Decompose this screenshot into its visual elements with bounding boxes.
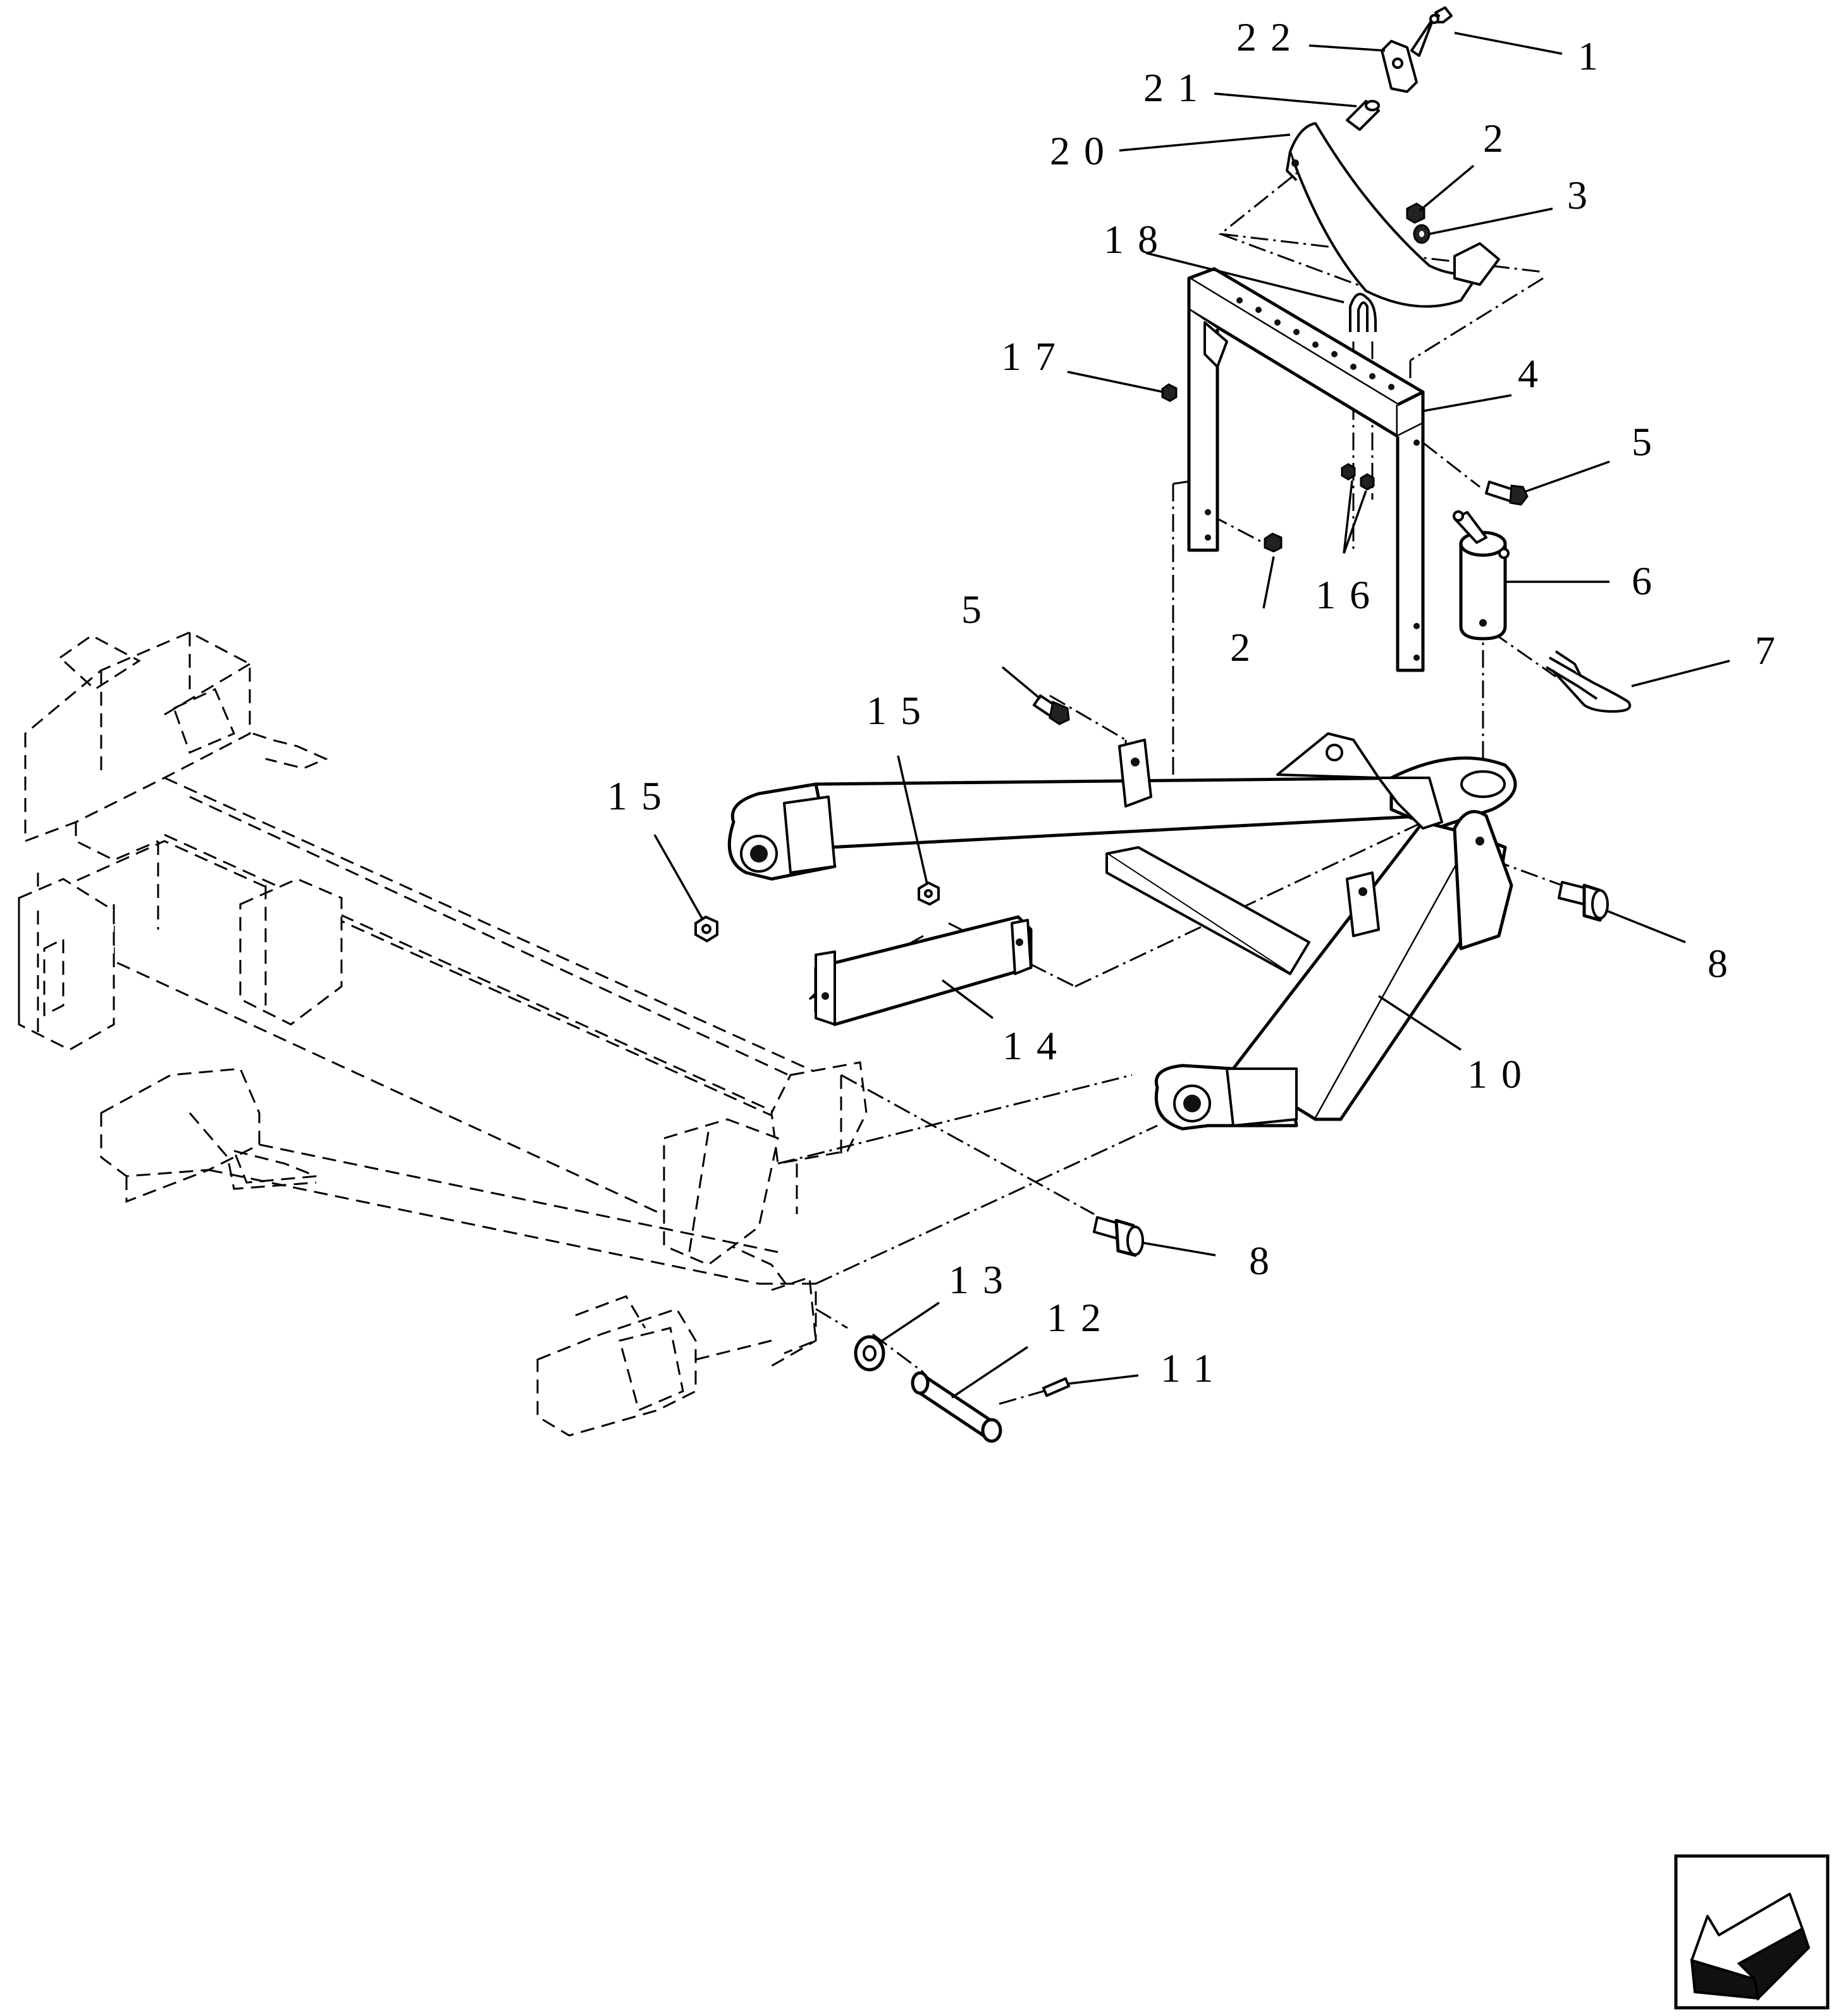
part-17-nut: [1161, 383, 1178, 402]
leader-lines: [653, 32, 1730, 1399]
callout-labels: 1 22 21 20 2 3 18 17 4 5 2 16 6 7 5 15 1…: [607, 15, 1789, 1391]
part-4-upright-frame: [1187, 267, 1425, 672]
callout-6: 6: [1632, 558, 1666, 603]
callout-11: 11: [1160, 1346, 1228, 1391]
part-22-plate: [1381, 40, 1418, 93]
arrow-icon: [1674, 1854, 1830, 2010]
part-12-clevis-pin: [911, 1371, 1002, 1443]
part-15-nut-b: [694, 915, 718, 943]
callout-15-left: 15: [607, 773, 675, 818]
callout-2-mid: 2: [1230, 625, 1264, 670]
ghost-main-frame: [18, 631, 868, 1437]
part-8-bolt-right: [1558, 881, 1609, 922]
part-3-washer: [1413, 224, 1431, 244]
part-5-bolt-right: [1485, 481, 1529, 506]
part-15-nut-a: [918, 881, 940, 906]
part-5-bolt-left: [1033, 694, 1070, 725]
callout-3: 3: [1567, 173, 1601, 218]
part-7-hair-pin: [1545, 650, 1632, 713]
callout-5-left: 5: [961, 587, 995, 632]
callout-14: 14: [1002, 1023, 1071, 1068]
part-16-nuts: [1341, 463, 1375, 491]
callout-16: 16: [1315, 572, 1384, 617]
alignment-centerlines: [777, 157, 1563, 1405]
part-13-washer: [854, 1335, 885, 1372]
part-18-u-bolt: [1349, 293, 1377, 332]
callout-10: 10: [1467, 1052, 1536, 1097]
hardware: [694, 6, 1632, 1443]
beam-holes: [1236, 297, 1394, 390]
callout-20: 20: [1050, 128, 1118, 173]
part-6-hitch-pin: [1453, 510, 1510, 641]
callout-8-left: 8: [1249, 1238, 1283, 1283]
part-1-bolt: [1410, 6, 1453, 57]
callout-12: 12: [1047, 1295, 1115, 1340]
callout-22: 22: [1236, 15, 1305, 59]
part-8-bolt-left: [1093, 1216, 1144, 1257]
callout-1: 1: [1578, 34, 1612, 78]
callout-13: 13: [949, 1257, 1017, 1302]
callout-17: 17: [1001, 334, 1069, 379]
part-20-strap-handle: [1286, 122, 1500, 308]
callout-21: 21: [1143, 65, 1212, 110]
part-2-nut-mid: [1264, 532, 1283, 553]
part-14-tube-bracket: [814, 915, 1033, 1026]
part-21-spacer: [1346, 100, 1380, 131]
callout-4: 4: [1518, 351, 1552, 396]
callout-5-right: 5: [1632, 419, 1666, 464]
callout-7: 7: [1755, 628, 1789, 673]
callout-8-right: 8: [1708, 941, 1742, 986]
part-10-a-frame-hitch: [727, 732, 1517, 1131]
part-2-nut-top: [1406, 202, 1425, 224]
callout-15-right: 15: [866, 688, 935, 733]
part-11-cotter-pin: [1042, 1377, 1070, 1397]
callout-18: 18: [1104, 217, 1172, 262]
callout-2-top: 2: [1483, 116, 1517, 161]
